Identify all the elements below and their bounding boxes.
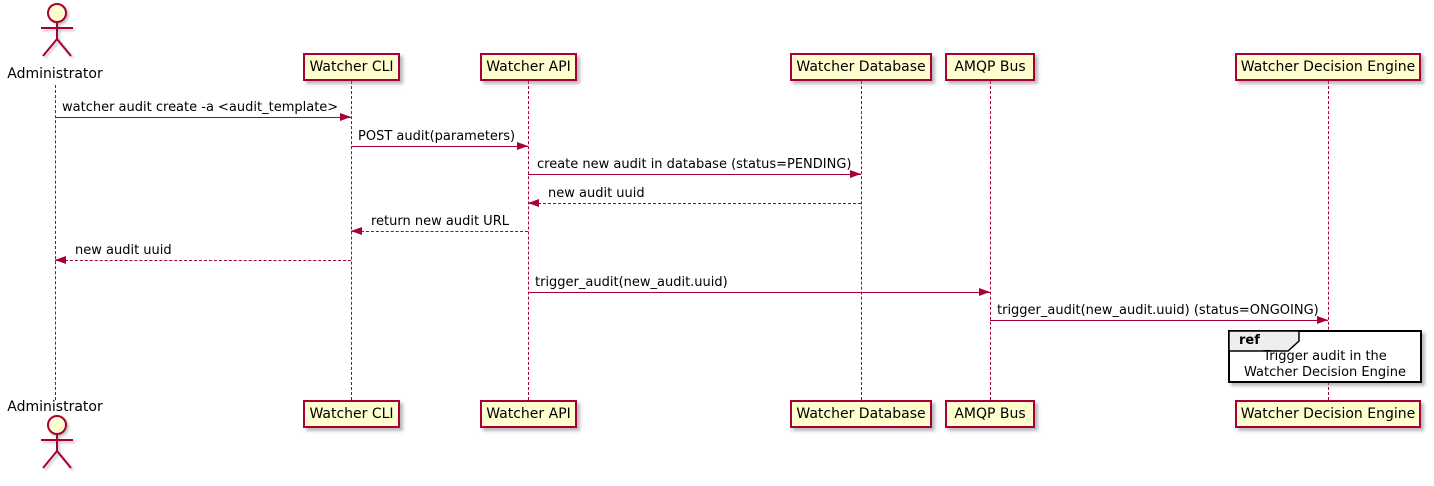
- lifeline-amqp-bus: [990, 81, 991, 400]
- ref-keyword: ref: [1239, 333, 1260, 348]
- actor-label-bottom: Administrator: [7, 399, 103, 415]
- ref-frame-header: [1229, 331, 1300, 352]
- message-arrow: [351, 231, 528, 232]
- actor-label-top: Administrator: [7, 66, 103, 82]
- participant-amqp-bus-top: AMQP Bus: [945, 53, 1035, 81]
- participant-watcher-cli-top: Watcher CLI: [303, 53, 400, 81]
- actor-icon: [41, 415, 73, 469]
- lifeline-watcher-database: [861, 81, 862, 400]
- message-arrow: [55, 260, 351, 261]
- arrowhead-icon: [340, 113, 351, 121]
- participant-watcher-decision-engine-bottom: Watcher Decision Engine: [1235, 400, 1421, 428]
- lifeline-watcher-api: [528, 81, 529, 400]
- message-arrow: [528, 292, 990, 293]
- participant-watcher-database-top: Watcher Database: [790, 53, 932, 81]
- participant-amqp-bus-bottom: AMQP Bus: [945, 400, 1035, 428]
- message-arrow: [351, 146, 528, 147]
- message-label: POST audit(parameters): [358, 129, 516, 144]
- arrowhead-icon: [1317, 316, 1328, 324]
- message-label: trigger_audit(new_audit.uuid): [535, 275, 728, 290]
- lifeline-watcher-cli: [351, 81, 352, 400]
- actor-icon: [41, 3, 73, 57]
- message-label: new audit uuid: [75, 243, 172, 258]
- lifeline-watcher-decision-engine: [1328, 81, 1329, 400]
- lifeline-administrator: [55, 85, 56, 400]
- arrowhead-icon: [351, 227, 362, 235]
- message-label: create new audit in database (status=PEN…: [537, 157, 852, 172]
- message-label: return new audit URL: [371, 214, 509, 229]
- message-label: new audit uuid: [548, 186, 645, 201]
- arrowhead-icon: [979, 288, 990, 296]
- message-arrow: [528, 203, 861, 204]
- participant-watcher-database-bottom: Watcher Database: [790, 400, 932, 428]
- message-arrow: [528, 174, 861, 175]
- participant-watcher-cli-bottom: Watcher CLI: [303, 400, 400, 428]
- ref-text-line: Trigger audit in the: [1263, 349, 1387, 364]
- ref-text: Trigger audit in the Watcher Decision En…: [1230, 349, 1420, 381]
- arrowhead-icon: [850, 170, 861, 178]
- participant-watcher-api-bottom: Watcher API: [480, 400, 577, 428]
- participant-watcher-api-top: Watcher API: [480, 53, 577, 81]
- message-arrow: [990, 320, 1328, 321]
- message-label: trigger_audit(new_audit.uuid) (status=ON…: [997, 303, 1319, 318]
- participant-watcher-decision-engine-top: Watcher Decision Engine: [1235, 53, 1421, 81]
- message-arrow: [55, 117, 351, 118]
- ref-frame: ref Trigger audit in the Watcher Decisio…: [1228, 330, 1422, 383]
- ref-text-line: Watcher Decision Engine: [1244, 365, 1406, 380]
- message-label: watcher audit create -a <audit_template>: [62, 100, 339, 115]
- arrowhead-icon: [55, 256, 66, 264]
- arrowhead-icon: [517, 142, 528, 150]
- arrowhead-icon: [528, 199, 539, 207]
